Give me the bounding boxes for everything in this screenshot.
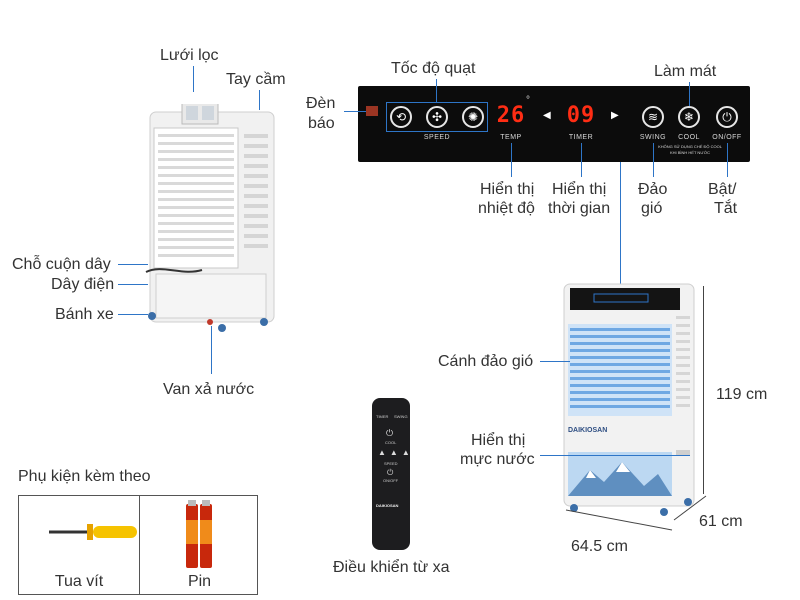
label-nhiet-do-line1: Hiển thị <box>480 181 535 198</box>
remote-timer-text: TIMER <box>376 414 389 419</box>
remote-brand-text: DAIKIOSAN <box>376 503 399 508</box>
fan-speed-high-button[interactable]: ✺ <box>462 106 484 128</box>
leader-line-day-dien <box>118 284 148 285</box>
accessory-label-tua-vit: Tua vít <box>54 573 104 590</box>
accessory-label-pin: Pin <box>187 573 212 590</box>
remote-control <box>372 398 410 550</box>
accessory-battery-cell: Pin <box>139 496 259 594</box>
label-canh-dao-gio: Cánh đảo gió <box>438 353 534 370</box>
label-cho-cuon-day: Chỗ cuộn dây <box>12 256 111 273</box>
leader-line-banh-xe <box>118 314 148 315</box>
accessory-screwdriver-cell: Tua vít <box>19 496 139 594</box>
depth-dimension-line <box>673 495 707 521</box>
label-van-xa-nuoc: Van xả nước <box>163 381 255 398</box>
label-luoi-loc: Lưới lọc <box>160 47 219 64</box>
accessories-table: Tua vít Pin <box>18 495 258 595</box>
remote-power-icon[interactable]: ⏻ <box>386 428 394 438</box>
temp-label: TEMP <box>500 134 522 141</box>
leader-line-toc-do-quat <box>436 79 437 102</box>
width-label: 64.5 cm <box>571 538 628 555</box>
label-muc-nuoc-line1: Hiển thị <box>471 432 526 449</box>
leader-line-nhiet-do <box>511 143 512 177</box>
main-cooler-image <box>563 283 695 516</box>
leader-line-thoi-gian <box>581 143 582 177</box>
depth-label: 61 cm <box>699 513 743 530</box>
label-bat-tat-line2: Tắt <box>714 200 738 217</box>
onoff-label: ON/OFF <box>712 134 742 141</box>
leader-line-van-xa-nuoc <box>211 326 212 374</box>
label-toc-do-quat: Tốc độ quạt <box>391 60 476 77</box>
label-nhiet-do-line2: nhiệt độ <box>478 200 535 217</box>
label-dieu-khien: Điều khiển từ xa <box>333 559 450 576</box>
label-dao-gio-line1: Đảo <box>638 181 668 198</box>
temperature-display: 26 <box>496 103 526 128</box>
cooler-brand-text: DAIKIOSAN <box>568 427 608 434</box>
height-label: 119 cm <box>716 386 768 403</box>
label-den-bao-line2: báo <box>308 115 335 132</box>
remote-swing-text: SWING <box>394 414 408 419</box>
leader-line-canh-dao-gio <box>540 361 570 362</box>
leader-line-luoi-loc <box>193 66 194 92</box>
remote-speed-text: SPEED <box>384 461 398 466</box>
label-den-bao-line1: Đèn <box>306 95 336 112</box>
leader-line-lam-mat <box>689 82 690 106</box>
remote-onoff-icon[interactable]: ⏻ <box>387 468 394 477</box>
label-bat-tat-line1: Bật/ <box>708 181 737 198</box>
battery-icon <box>186 500 212 568</box>
leader-line-den-bao <box>344 111 366 112</box>
label-muc-nuoc-line2: mực nước <box>460 451 535 468</box>
swing-button[interactable]: ≋ <box>642 106 664 128</box>
arrow-left-icon[interactable]: ◀ <box>543 110 551 121</box>
width-dimension-line <box>565 509 673 531</box>
cool-label: COOL <box>678 134 700 141</box>
leader-line-panel-to-cooler <box>620 162 621 296</box>
degree-symbol: ° <box>526 95 530 106</box>
leader-line-cho-cuon-day <box>118 264 148 265</box>
remote-cool-text: COOL <box>385 440 397 445</box>
timer-label: TIMER <box>568 134 594 141</box>
timer-display: 09 <box>566 103 596 128</box>
indicator-light <box>366 106 378 116</box>
height-dimension-line <box>703 286 704 494</box>
leader-line-bat-tat <box>727 143 728 177</box>
label-lam-mat: Làm mát <box>654 63 717 80</box>
leader-line-dao-gio <box>653 143 654 177</box>
left-cooler-image <box>145 104 275 332</box>
cool-button[interactable]: ❄ <box>678 106 700 128</box>
label-thoi-gian-line1: Hiển thị <box>552 181 607 198</box>
label-thoi-gian-line2: thời gian <box>548 200 611 217</box>
accessories-title: Phụ kiện kèm theo <box>18 468 151 485</box>
leader-line-muc-nuoc <box>540 455 690 456</box>
speed-label: SPEED <box>423 134 451 141</box>
label-banh-xe: Bánh xe <box>55 306 114 323</box>
speed-buttons-group <box>386 102 488 132</box>
label-tay-cam: Tay cầm <box>226 71 286 88</box>
label-dao-gio-line2: gió <box>641 200 663 217</box>
arrow-right-icon[interactable]: ▶ <box>611 110 619 121</box>
panel-note-line-1: KHÔNG SỬ DỤNG CHẾ ĐỘ COOL <box>658 144 722 149</box>
screwdriver-icon <box>49 524 137 540</box>
panel-note-line-2: KHI BÌNH HẾT NƯỚC <box>669 150 711 155</box>
fan-speed-mid-button[interactable]: ✣ <box>426 106 448 128</box>
fan-speed-low-button[interactable]: ⟲ <box>390 106 412 128</box>
power-button[interactable]: ⏻ <box>716 106 738 128</box>
remote-onoff-text: ON/OFF <box>383 478 399 483</box>
remote-speed-buttons[interactable]: ▲▲▲ <box>378 448 414 457</box>
label-day-dien: Dây điện <box>51 276 115 293</box>
swing-label: SWING <box>639 134 667 141</box>
leader-line-tay-cam <box>259 90 260 110</box>
